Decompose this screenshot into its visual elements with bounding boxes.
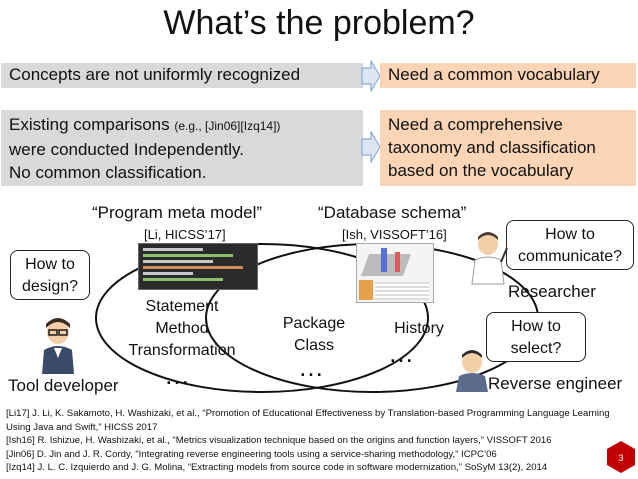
callout-select-line-1: How to	[511, 318, 561, 335]
program-model-screenshot	[138, 243, 258, 290]
database-schema-screenshot	[356, 243, 434, 303]
reference-jin06: [Jin06] D. Jin and J. R. Cordy, “Integra…	[6, 448, 497, 460]
problem-1-line-1: Concepts are not uniformly recognized	[9, 65, 301, 84]
right-circle-line-1: History	[394, 320, 444, 337]
tool-developer-icon	[42, 318, 74, 374]
center-ellipsis: …	[298, 352, 324, 382]
callout-select-line-2: select?	[510, 340, 562, 357]
reverse-engineer-label: Reverse engineer	[488, 374, 623, 393]
left-circle-line-1: Statement	[145, 298, 219, 315]
problem-2-line-2: were conducted Independently.	[9, 140, 245, 159]
problem-box-2: Existing comparisons (e.g., [Jin06][Izq1…	[1, 110, 363, 186]
problem-box-1: Concepts are not uniformly recognized	[1, 63, 363, 88]
left-ellipsis: …	[164, 360, 190, 390]
right-quote: “Database schema”	[318, 203, 467, 222]
solution-box-2: Need a comprehensive taxonomy and classi…	[380, 110, 636, 186]
callout-communicate: How to communicate?	[506, 220, 634, 270]
references: [Li17] J. Li, K. Sakamoto, H. Washizaki,…	[6, 407, 626, 475]
reverse-engineer-icon	[456, 350, 488, 392]
solution-2-line-3: based on the vocabulary	[388, 161, 574, 180]
reference-ish16: [Ish16] R. Ishizue, H. Washizaki, et al.…	[6, 435, 552, 447]
problem-2-line-1: Existing comparisons	[9, 115, 170, 134]
arrow-right-icon	[361, 131, 381, 163]
solution-box-1: Need a common vocabulary	[380, 63, 636, 88]
problem-2-line-3: No common classification.	[9, 163, 207, 182]
right-cite: [Ish, VISSOFT’16]	[342, 227, 447, 242]
right-ellipsis: …	[388, 338, 414, 368]
reference-izq14: [Izq14] J. L. C. Izquierdo and J. G. Mol…	[6, 462, 548, 474]
arrow-right-icon	[361, 60, 381, 92]
left-circle-line-2: Method	[155, 320, 209, 337]
tool-developer-label: Tool developer	[8, 376, 119, 395]
reference-li17: [Li17] J. Li, K. Sakamoto, H. Washizaki,…	[6, 408, 610, 433]
center-line-2: Class	[293, 337, 334, 354]
solution-2-line-2: taxonomy and classification	[388, 138, 596, 157]
page-title: What’s the problem?	[163, 4, 475, 42]
callout-communicate-line-2: communicate?	[517, 248, 623, 265]
page-number: 3	[618, 453, 623, 463]
left-circle-line-3: Transformation	[128, 342, 236, 359]
callout-communicate-line-1: How to	[545, 226, 595, 243]
page-number-badge: 3	[607, 441, 635, 473]
center-text: Package Class	[272, 313, 356, 357]
callout-design-line-2: design?	[21, 278, 79, 295]
left-quote: “Program meta model”	[92, 203, 263, 222]
left-circle-text: Statement Method Transformation	[112, 296, 252, 362]
researcher-label: Researcher	[508, 282, 596, 301]
left-ellipse	[95, 243, 429, 393]
callout-design-line-1: How to	[25, 256, 75, 273]
callout-select: How to select?	[486, 312, 586, 362]
callout-design: How to design?	[10, 250, 90, 300]
left-cite: [Li, HICSS’17]	[144, 227, 226, 242]
researcher-icon	[471, 232, 508, 285]
problem-2-cite: (e.g., [Jin06][Izq14])	[174, 119, 281, 133]
solution-2-line-1: Need a comprehensive	[388, 115, 563, 134]
solution-1-line-1: Need a common vocabulary	[388, 65, 600, 84]
center-line-1: Package	[282, 315, 346, 332]
